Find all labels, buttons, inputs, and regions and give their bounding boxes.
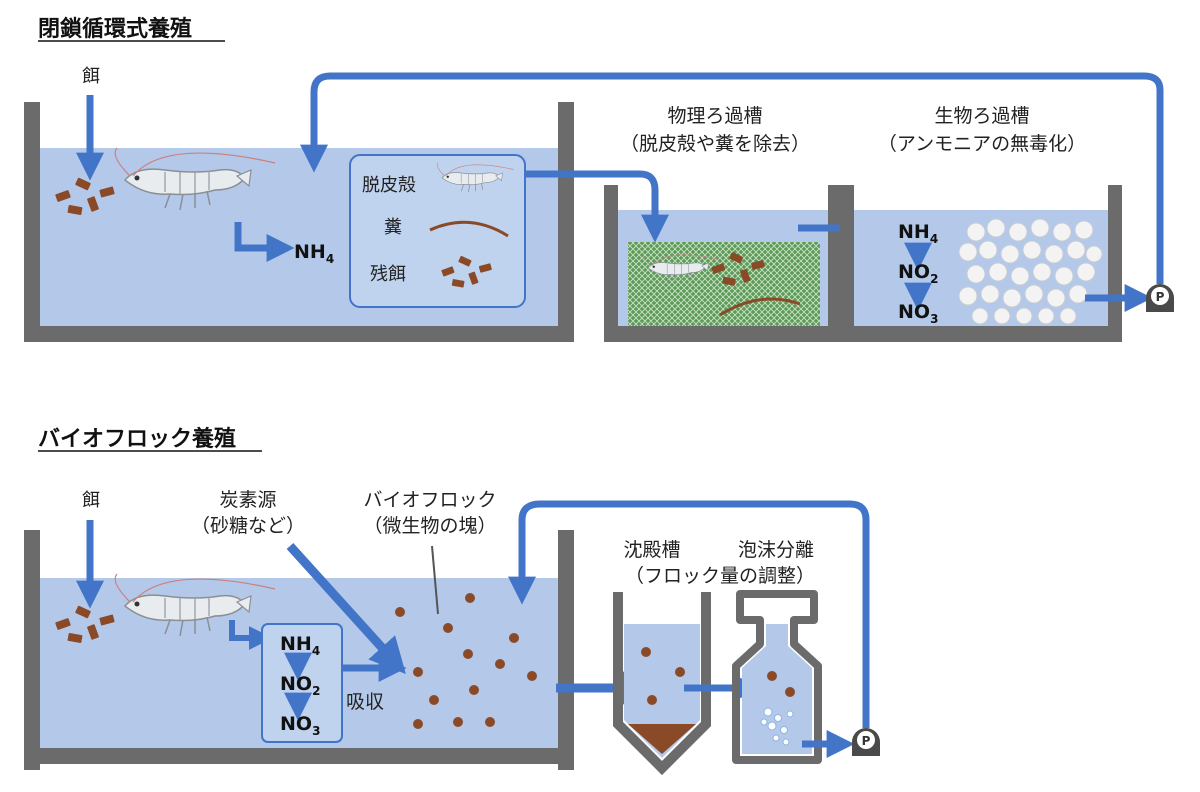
svg-text:P: P — [862, 734, 871, 748]
trapped-feces-icon — [719, 297, 801, 317]
ras-nh4: NH4 — [294, 241, 334, 266]
physical-filter-tank — [604, 185, 842, 342]
settling-tank-label: 沈殿槽 — [623, 539, 680, 561]
section-title-biofloc: バイオフロック養殖 — [38, 426, 236, 452]
waste-molt-label: 脱皮殻 — [362, 175, 416, 196]
ras-return-pipe — [300, 72, 1164, 284]
bf-chain-no3: NO3 — [280, 713, 320, 738]
foam-separator-label: 泡沫分離 — [738, 539, 814, 561]
floc-adjust-note: （フロック量の調整） — [625, 565, 815, 587]
ras-pump-icon: P — [1146, 284, 1174, 312]
bio-media-balls — [958, 218, 1103, 325]
svg-text:P: P — [1156, 290, 1165, 304]
bf-chain-nh4: NH4 — [280, 633, 320, 658]
bio-filter-note: （アンモニアの無毒化） — [878, 133, 1086, 155]
physical-filter-note: （脱皮殻や糞を除去） — [620, 133, 810, 155]
biofloc-feed-label: 餌 — [82, 490, 100, 511]
ras-feed-label: 餌 — [82, 66, 100, 87]
ras-chain-nh4: NH4 — [898, 221, 938, 246]
ras-chain-no3: NO3 — [898, 301, 938, 326]
physical-filter-name: 物理ろ過槽 — [667, 105, 762, 127]
feces-icon — [429, 220, 509, 238]
biofloc-nitrogen-box: NH4 NO2 NO3 — [261, 623, 343, 743]
floc-particles — [395, 593, 537, 729]
settling-tank — [613, 592, 711, 776]
bf-chain-no2: NO2 — [280, 673, 320, 698]
biofloc-name: バイオフロック — [363, 489, 496, 511]
waste-leftover-label: 残餌 — [370, 264, 406, 285]
waste-feces-label: 糞 — [384, 217, 402, 238]
carbon-source-note: （砂糖など） — [191, 515, 305, 537]
biofloc-pump-icon: P — [852, 728, 880, 756]
absorb-label: 吸収 — [346, 691, 384, 713]
biofloc-note: （微生物の塊） — [363, 515, 496, 537]
foam-separator — [732, 590, 822, 764]
section-title-ras: 閉鎖循環式養殖 — [38, 16, 192, 42]
ras-chain-no2: NO2 — [898, 261, 938, 286]
ras-waste-box: 脱皮殻 糞 残餌 — [349, 154, 526, 308]
carbon-source-name: 炭素源 — [219, 489, 276, 511]
bio-filter-name: 生物ろ過槽 — [934, 105, 1029, 127]
biofloc-return-pipe — [508, 500, 870, 728]
